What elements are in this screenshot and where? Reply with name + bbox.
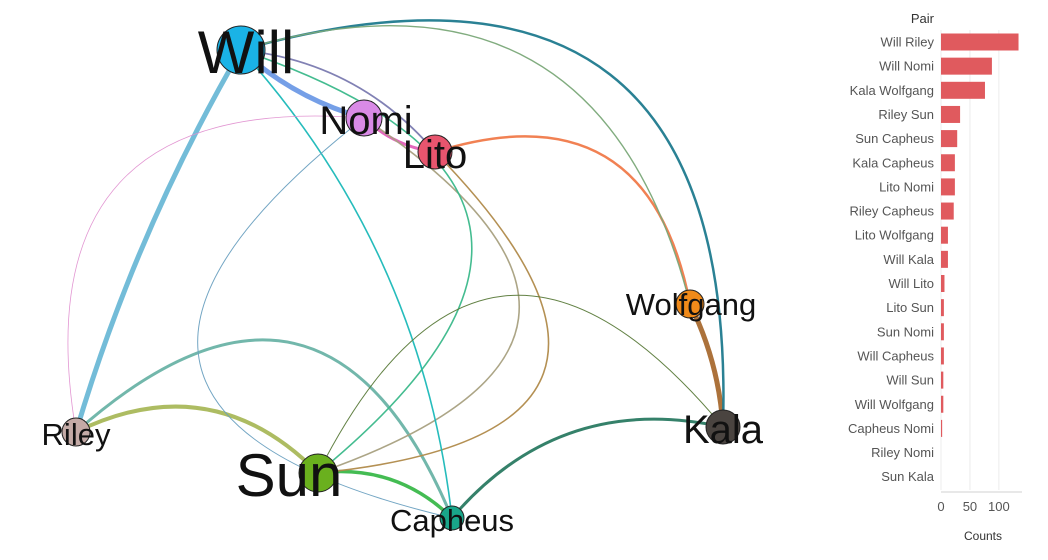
bar[interactable] — [941, 33, 1019, 51]
bar[interactable] — [941, 81, 985, 99]
node-label-kala: Kala — [683, 408, 764, 452]
bar-category-label: Lito Wolfgang — [855, 228, 934, 243]
bar-x-axis: 0 50 100 — [937, 491, 1022, 514]
node-riley[interactable] — [61, 417, 91, 447]
node-label-lito: Lito — [403, 133, 468, 177]
bar[interactable] — [941, 202, 954, 220]
bar-category-label: Riley Sun — [878, 107, 934, 122]
bar-x-tick-label: 50 — [963, 499, 977, 514]
edge-riley-nomi — [67, 115, 365, 433]
edge-will-lito — [240, 49, 436, 153]
node-capheus[interactable] — [439, 505, 465, 531]
edge-will-sun — [240, 49, 473, 474]
bar[interactable] — [941, 178, 955, 196]
edge-lito-sun — [317, 151, 550, 474]
edge-riley-capheus — [74, 338, 454, 520]
bar[interactable] — [941, 105, 961, 123]
bar-category-label: Capheus Nomi — [848, 421, 934, 436]
bar-category-label: Kala Capheus — [852, 155, 934, 170]
bar-category-label: Sun Kala — [881, 469, 935, 484]
bar-category-label: Will Nomi — [879, 59, 934, 74]
edge-sun-nomi — [317, 117, 521, 474]
node-label-sun: Sun — [236, 442, 343, 509]
bar-category-label: Lito Sun — [886, 300, 934, 315]
edge-will-wolfgang — [240, 25, 691, 305]
bar-category-label: Will Lito — [888, 276, 934, 291]
bar[interactable] — [941, 226, 948, 244]
bar-column-header: Pair — [911, 11, 935, 26]
node-sun[interactable] — [298, 453, 338, 493]
bar-category-label: Kala Wolfgang — [850, 83, 934, 98]
bar[interactable] — [941, 250, 948, 268]
edge-riley-sun — [74, 404, 320, 475]
bar-category-label: Riley Capheus — [849, 204, 934, 219]
bar-category-label: Will Sun — [886, 373, 934, 388]
bar-x-tick-label: 0 — [937, 499, 944, 514]
node-label-capheus: Capheus — [390, 503, 514, 538]
edge-kala-capheus — [450, 417, 725, 520]
bar[interactable] — [941, 130, 958, 148]
edge-lito-wolfgang — [433, 135, 692, 306]
bar[interactable] — [941, 371, 944, 389]
bar[interactable] — [941, 57, 992, 75]
bar-category-label: Riley Nomi — [871, 445, 934, 460]
node-will[interactable] — [216, 25, 266, 75]
bar-category-label: Will Wolfgang — [855, 397, 934, 412]
edge-will-riley — [73, 47, 244, 435]
edge-will-kala — [239, 19, 725, 429]
bar-category-label: Lito Nomi — [879, 179, 934, 194]
node-label-will: Will — [198, 19, 295, 86]
bar-x-tick-label: 100 — [988, 499, 1010, 514]
bar[interactable] — [941, 299, 944, 317]
edge-will-capheus — [240, 49, 453, 519]
node-wolfgang[interactable] — [675, 289, 705, 319]
bar-x-axis-label: Counts — [964, 529, 1002, 543]
node-nomi[interactable] — [345, 99, 383, 137]
node-kala[interactable] — [705, 409, 741, 445]
edge-sun-kala — [317, 294, 724, 474]
edge-layer — [67, 19, 726, 520]
node-label-riley: Riley — [42, 417, 111, 452]
bar[interactable] — [941, 395, 944, 413]
bar[interactable] — [941, 323, 944, 341]
bar[interactable] — [941, 275, 945, 292]
bar[interactable] — [941, 419, 943, 437]
edge-capheus-nomi — [197, 117, 453, 519]
bar[interactable] — [941, 347, 944, 365]
bar-category-label: Sun Capheus — [855, 131, 934, 146]
bar[interactable] — [941, 154, 955, 172]
node-label-nomi: Nomi — [319, 99, 412, 143]
bar-category-label: Will Kala — [883, 252, 934, 267]
bar-category-label: Sun Nomi — [877, 324, 934, 339]
node-label-wolfgang: Wolfgang — [626, 287, 756, 322]
bar-gridlines — [940, 30, 1000, 490]
bar-category-label: Will Capheus — [857, 348, 934, 363]
node-lito[interactable] — [417, 134, 453, 170]
node-layer — [61, 25, 741, 531]
bar-category-label: Will Riley — [881, 35, 935, 50]
